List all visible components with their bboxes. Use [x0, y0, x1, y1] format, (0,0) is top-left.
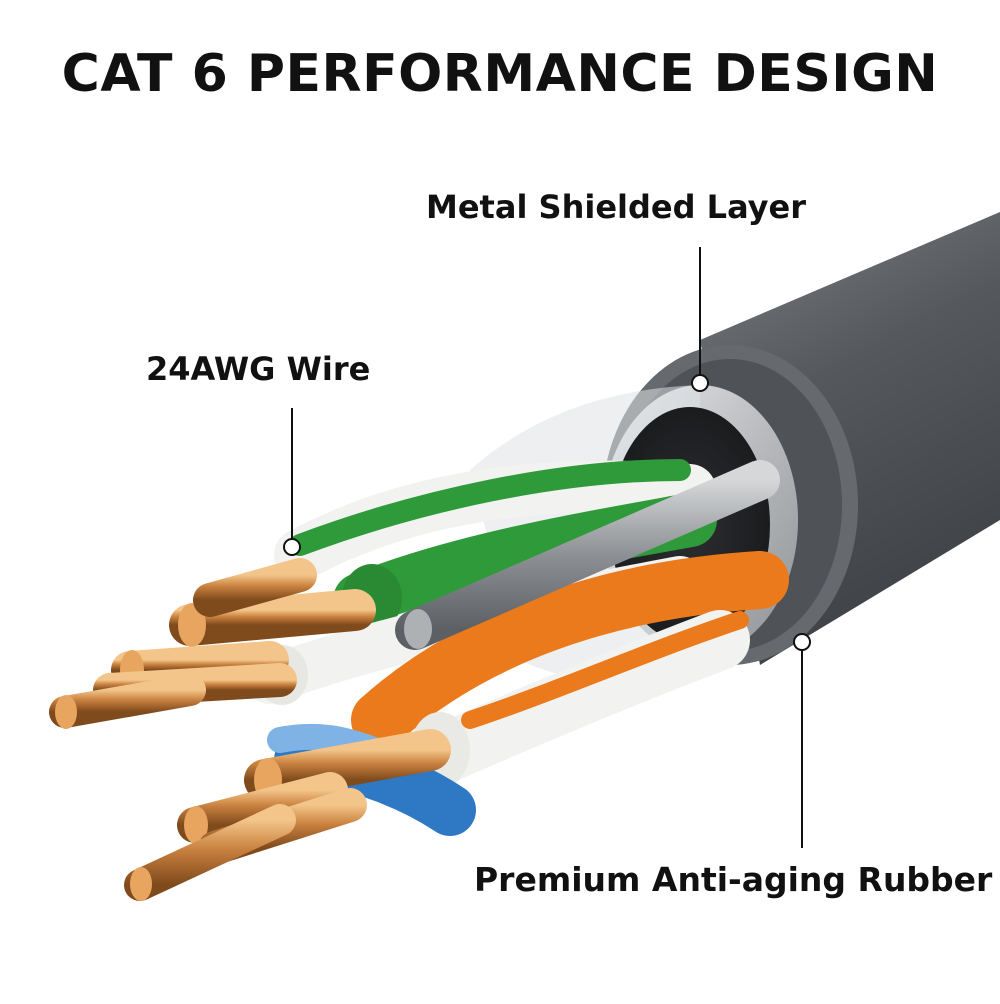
drain-wire — [395, 460, 780, 650]
copper-conductors — [49, 558, 451, 901]
leader-wire — [283, 408, 301, 556]
leader-metal-shield — [691, 247, 709, 392]
callout-premium-rubber: Premium Anti-aging Rubber — [474, 860, 993, 899]
callout-24awg-wire: 24AWG Wire — [146, 350, 371, 388]
leader-rubber — [793, 633, 811, 848]
callout-metal-shielded-layer: Metal Shielded Layer — [426, 188, 807, 226]
diagram-title: CAT 6 PERFORMANCE DESIGN — [61, 44, 939, 104]
